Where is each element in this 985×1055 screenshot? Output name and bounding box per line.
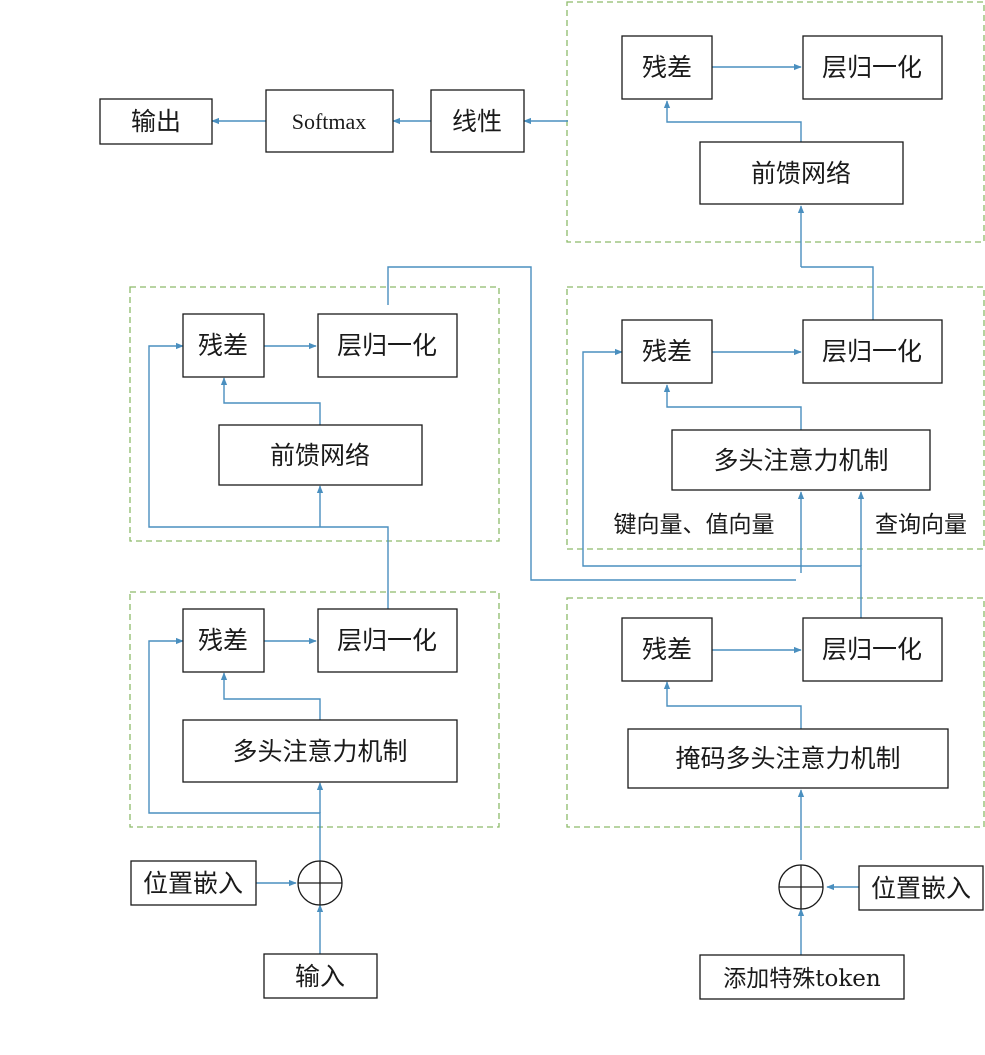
residual-label: 残差 — [642, 635, 692, 664]
multi-head-attention-label: 多头注意力机制 — [232, 737, 407, 766]
connection-wires — [148, 63, 874, 955]
decoder-top-residual: 残差 — [621, 35, 713, 100]
encoder-feedforward-block — [129, 286, 500, 542]
softmax-label: Softmax — [292, 109, 367, 134]
output-label: 输出 — [131, 107, 181, 136]
decoder-multi-head-attention: 多头注意力机制 — [671, 429, 931, 491]
encoder-attention-block — [129, 591, 500, 828]
layer-norm-label: 层归一化 — [822, 635, 922, 664]
layer-norm-label: 层归一化 — [822, 53, 922, 82]
feed-forward-label: 前馈网络 — [270, 441, 370, 470]
output-node: 输出 — [99, 98, 213, 145]
linear-node: 线性 — [430, 89, 525, 153]
decoder-add-circle — [778, 864, 824, 910]
linear-label: 线性 — [452, 107, 502, 136]
decoder-mid-layer-norm: 层归一化 — [802, 319, 943, 384]
decoder-positional-embedding: 位置嵌入 — [858, 865, 984, 911]
decoder-mid-residual: 残差 — [621, 319, 713, 384]
encoder-feed-forward: 前馈网络 — [218, 424, 423, 486]
encoder-input-node: 输入 — [263, 953, 378, 999]
residual-label: 残差 — [642, 53, 692, 82]
decoder-bottom-layer-norm: 层归一化 — [802, 617, 943, 682]
decoder-top-layer-norm: 层归一化 — [802, 35, 943, 100]
multi-head-attention-label: 多头注意力机制 — [713, 446, 888, 475]
decoder-masked-multi-head-attention: 掩码多头注意力机制 — [627, 728, 949, 789]
decoder-masked-attention-block — [566, 597, 985, 828]
query-vector-label: 查询向量 — [875, 512, 967, 538]
residual-label: 残差 — [198, 331, 248, 360]
layer-norm-label: 层归一化 — [822, 337, 922, 366]
encoder-ff-layer-norm: 层归一化 — [317, 313, 458, 378]
decoder-bottom-residual: 残差 — [621, 617, 713, 682]
decoder-feed-forward: 前馈网络 — [699, 141, 904, 205]
masked-multi-head-attention-label: 掩码多头注意力机制 — [675, 744, 900, 773]
residual-label: 残差 — [642, 337, 692, 366]
positional-embedding-label: 位置嵌入 — [871, 874, 971, 903]
encoder-att-residual: 残差 — [182, 608, 265, 673]
encoder-multi-head-attention: 多头注意力机制 — [182, 719, 458, 783]
layer-norm-label: 层归一化 — [337, 331, 437, 360]
key-value-vectors-label: 键向量、值向量 — [614, 512, 775, 538]
input-label: 输入 — [295, 962, 345, 991]
residual-label: 残差 — [198, 626, 248, 655]
encoder-positional-embedding: 位置嵌入 — [130, 860, 257, 906]
encoder-ff-residual: 残差 — [182, 313, 265, 378]
decoder-feedforward-block — [566, 1, 985, 243]
add-special-token-label: 添加特殊token — [723, 966, 881, 992]
encoder-att-layer-norm: 层归一化 — [317, 608, 458, 673]
feed-forward-label: 前馈网络 — [751, 159, 851, 188]
layer-norm-label: 层归一化 — [337, 626, 437, 655]
positional-embedding-label: 位置嵌入 — [143, 869, 243, 898]
add-special-token-node: 添加特殊token — [699, 954, 905, 1000]
softmax-node: Softmax — [265, 89, 394, 153]
encoder-add-circle — [297, 860, 343, 906]
